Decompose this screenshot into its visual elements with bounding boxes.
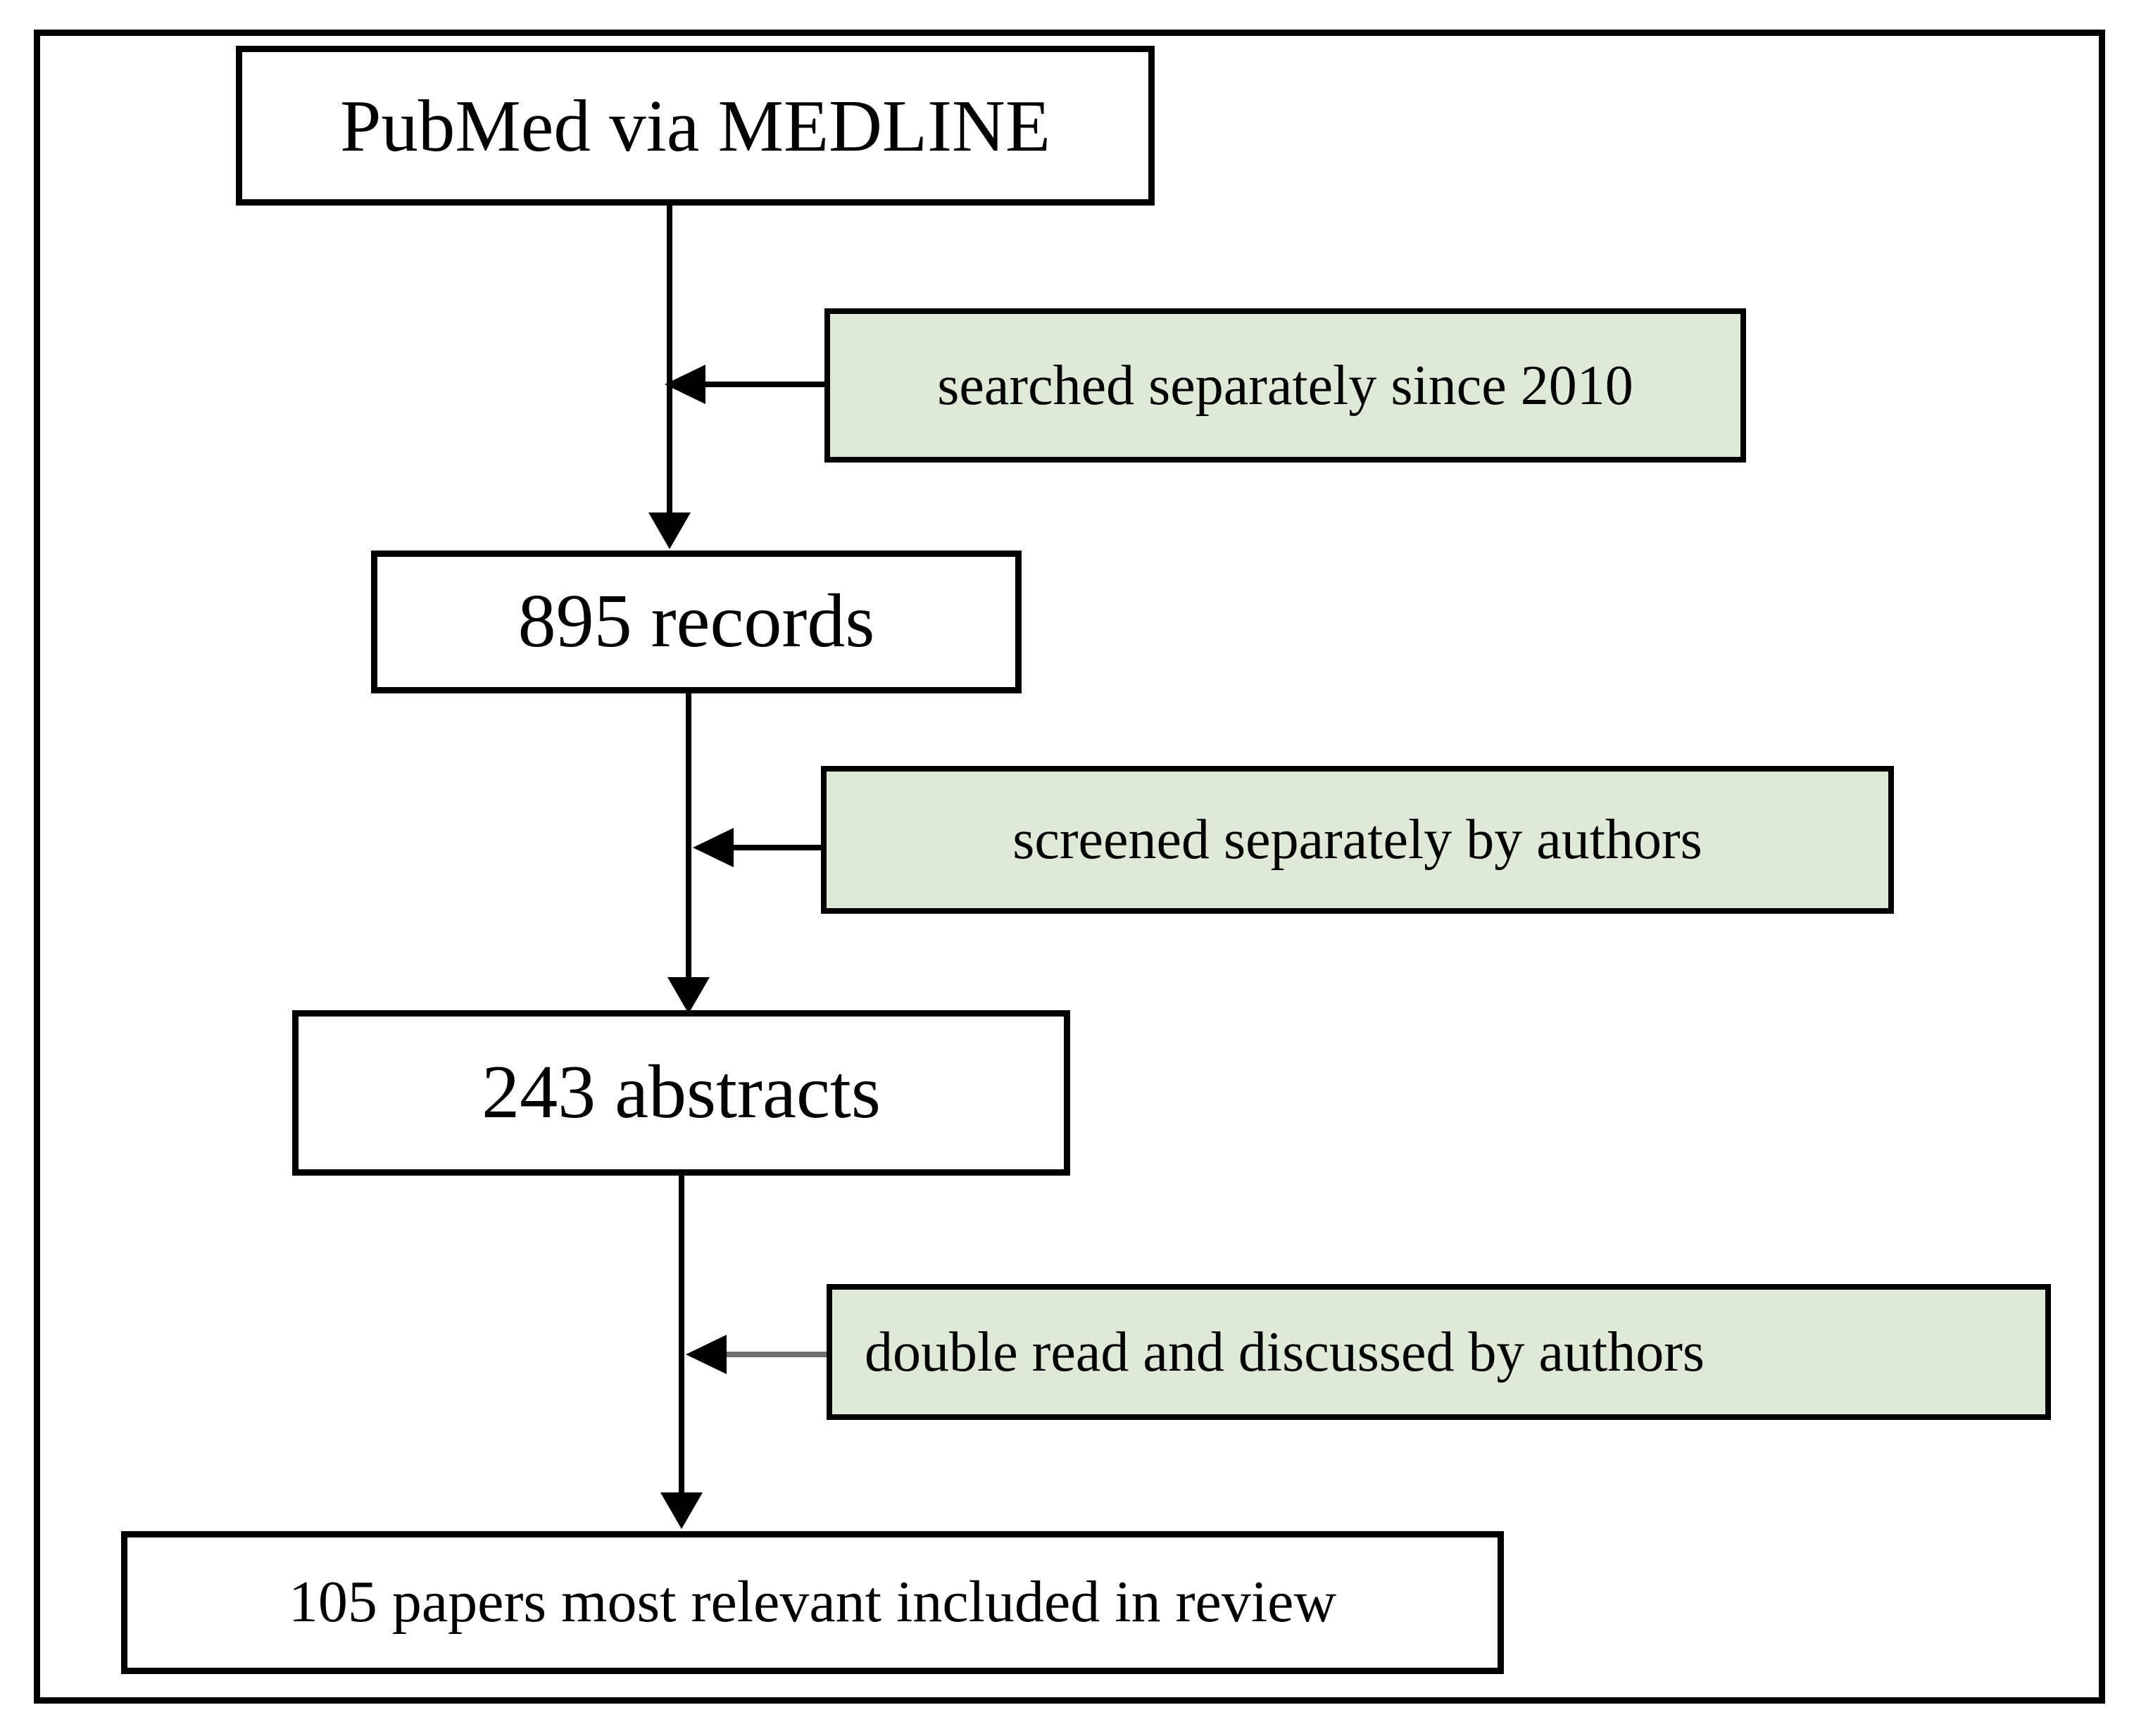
flow-box-included-label: 105 papers most relevant included in rev… (288, 1569, 1337, 1635)
arrowhead-down-icon (660, 1492, 703, 1529)
flow-box-abstracts-label: 243 abstracts (482, 1050, 881, 1135)
flow-box-records: 895 records (371, 551, 1022, 693)
connector-line-source-to-records (667, 206, 672, 521)
flow-box-records-label: 895 records (517, 579, 875, 664)
arrowhead-left-icon (686, 1335, 727, 1374)
diagram-outer-frame (34, 30, 2105, 1704)
flow-box-source-label: PubMed via MEDLINE (339, 84, 1051, 167)
connector-line-searched-note (704, 382, 824, 387)
arrowhead-down-icon (648, 512, 691, 549)
connector-line-abstracts-to-included (679, 1176, 684, 1499)
flow-box-abstracts: 243 abstracts (292, 1010, 1070, 1176)
annotation-double-read-label: double read and discussed by authors (865, 1321, 1705, 1383)
annotation-searched-label: searched separately since 2010 (937, 354, 1633, 417)
arrowhead-left-icon (693, 828, 734, 867)
connector-line-screened-note (732, 845, 821, 850)
arrowhead-down-icon (667, 977, 710, 1014)
connector-line-records-to-abstracts (686, 693, 691, 982)
arrowhead-left-icon (665, 365, 705, 404)
annotation-box-searched: searched separately since 2010 (824, 308, 1746, 463)
annotation-box-screened: screened separately by authors (821, 766, 1894, 914)
flow-box-source: PubMed via MEDLINE (236, 46, 1155, 206)
annotation-box-double-read: double read and discussed by authors (827, 1284, 2051, 1420)
flow-box-included: 105 papers most relevant included in rev… (121, 1531, 1504, 1674)
connector-line-double-read-note (725, 1352, 827, 1357)
annotation-screened-label: screened separately by authors (1012, 809, 1702, 871)
